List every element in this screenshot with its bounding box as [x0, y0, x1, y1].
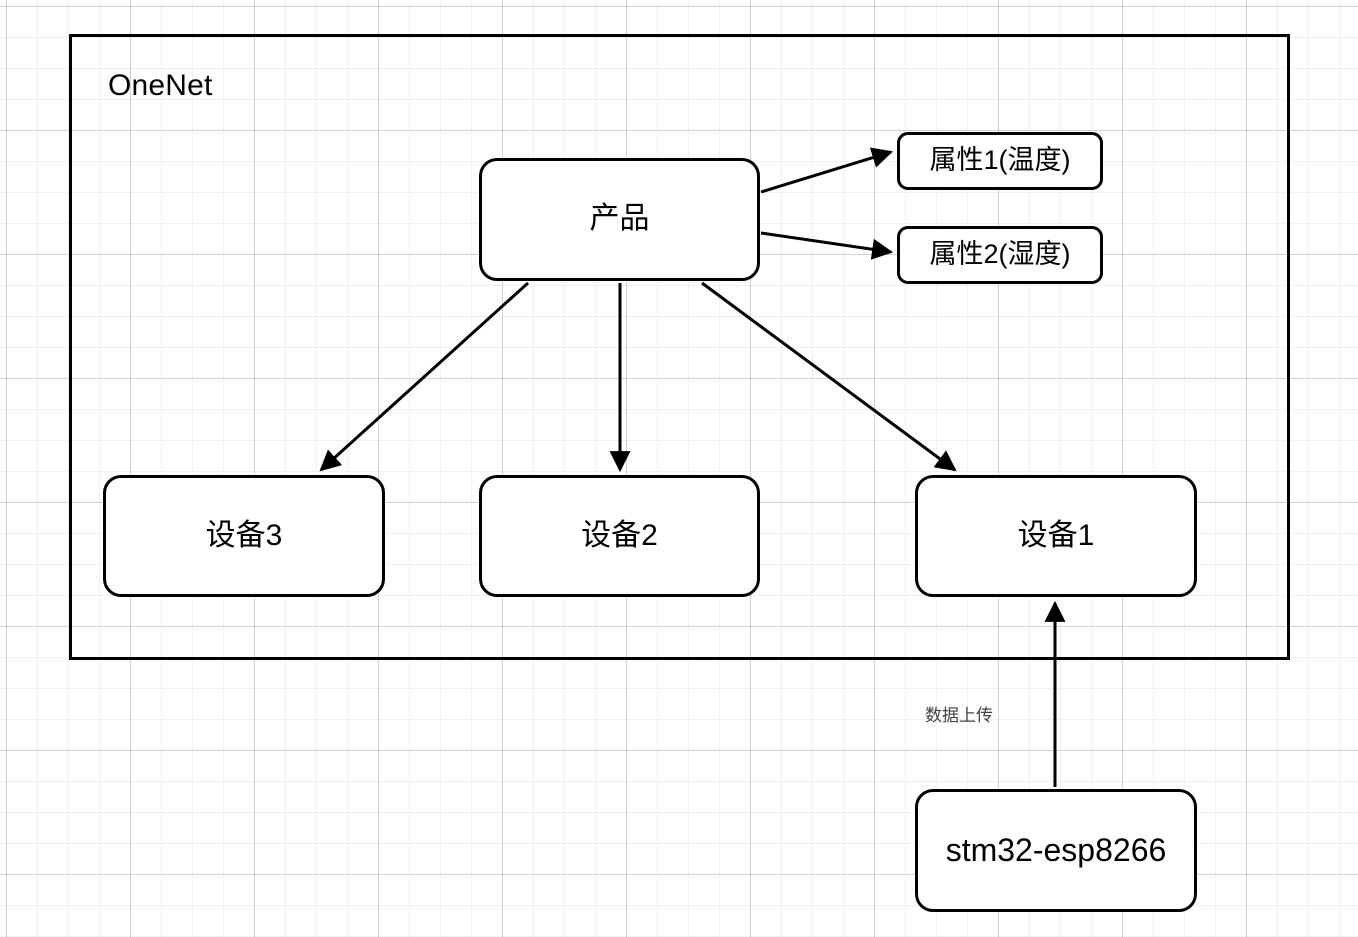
edge-label-data-upload: 数据上传	[925, 706, 993, 725]
node-stm32-esp8266-label: stm32-esp8266	[945, 832, 1167, 869]
node-product-label: 产品	[589, 202, 650, 236]
node-device-3[interactable]: 设备3	[103, 475, 385, 597]
node-attribute-1-label: 属性1(温度)	[929, 145, 1071, 176]
node-stm32-esp8266[interactable]: stm32-esp8266	[915, 789, 1197, 912]
node-attribute-1-temperature[interactable]: 属性1(温度)	[897, 132, 1103, 190]
node-attribute-2-humidity[interactable]: 属性2(湿度)	[897, 226, 1103, 284]
node-device-2[interactable]: 设备2	[479, 475, 760, 597]
node-product[interactable]: 产品	[479, 158, 760, 281]
node-device-1-label: 设备1	[1017, 518, 1095, 552]
onenet-container[interactable]: OneNet	[69, 34, 1290, 660]
node-attribute-2-label: 属性2(湿度)	[929, 239, 1071, 270]
node-device-3-label: 设备3	[205, 518, 283, 552]
node-device-2-label: 设备2	[581, 518, 658, 552]
onenet-title-label: OneNet	[108, 69, 213, 102]
node-device-1[interactable]: 设备1	[915, 475, 1197, 597]
